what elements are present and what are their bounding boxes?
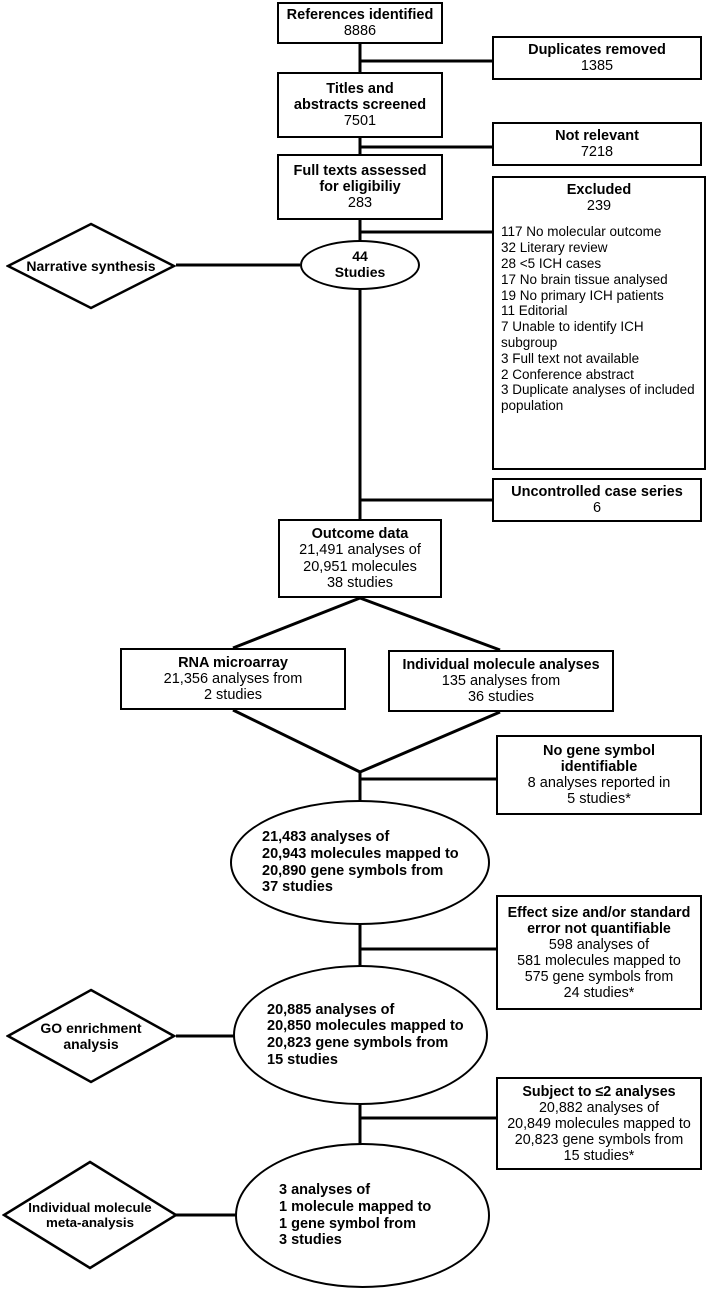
no-gene-symbol-line1: 8 analyses reported in: [527, 775, 671, 791]
node-duplicates-removed: Duplicates removed 1385: [492, 36, 702, 80]
node-no-gene-symbol: No gene symbol identifiable 8 analyses r…: [496, 735, 702, 815]
node-44-studies: 44 Studies: [300, 240, 420, 290]
node-excluded: Excluded 239 117 No molecular outcome 32…: [492, 176, 706, 470]
effect-size-line3: 575 gene symbols from: [524, 968, 674, 985]
go-enrichment-label: GO enrichment analysis: [6, 988, 176, 1084]
subject-to-line2: 20,849 molecules mapped to: [507, 1115, 691, 1132]
excluded-reason: 3 Full text not available: [501, 350, 640, 366]
node-titles-abstracts-screened: Titles and abstracts screened 7501: [277, 72, 443, 138]
individual-molecule-analyses-title: Individual molecule analyses: [402, 656, 600, 673]
rna-microarray-title: RNA microarray: [178, 654, 288, 671]
duplicates-removed-title: Duplicates removed: [528, 41, 666, 58]
node-effect-size-not-quantifiable: Effect size and/or standard error not qu…: [496, 895, 702, 1010]
excluded-reason: 3 Duplicate analyses of included populat…: [501, 382, 695, 414]
references-identified-value: 8886: [343, 23, 377, 39]
final-meta-line1: 3 analyses of: [279, 1182, 371, 1199]
full-texts-title-line1: Full texts assessed: [293, 162, 427, 179]
full-texts-value: 283: [347, 195, 373, 212]
node-individual-meta-analysis: Individual molecule meta-analysis: [2, 1160, 178, 1270]
excluded-reasons-list: 117 No molecular outcome 32 Literary rev…: [494, 224, 704, 413]
studies-44-count: 44: [352, 248, 368, 265]
mapped-15-line1: 20,885 analyses of: [267, 1001, 395, 1018]
studies-44-label: Studies: [334, 264, 386, 280]
node-not-relevant: Not relevant 7218: [492, 122, 702, 166]
mapped-15-line2: 20,850 molecules mapped to: [267, 1018, 464, 1035]
node-mapped-15-studies: 20,885 analyses of 20,850 molecules mapp…: [233, 965, 488, 1105]
outcome-data-line2: 20,951 molecules: [303, 558, 417, 575]
individual-molecule-analyses-line1: 135 analyses from: [441, 672, 561, 689]
effect-size-title-line1: Effect size and/or standard: [507, 904, 691, 921]
no-gene-symbol-line2: 5 studies*: [567, 791, 631, 808]
effect-size-title-line2: error not quantifiable: [527, 920, 671, 937]
rna-microarray-line2: 2 studies: [203, 687, 263, 704]
individual-meta-analysis-label: Individual molecule meta-analysis: [2, 1160, 178, 1270]
node-references-identified: References identified 8886: [277, 2, 443, 44]
uncontrolled-case-series-title: Uncontrolled case series: [511, 483, 683, 500]
individual-meta-label-line1: Individual molecule: [28, 1199, 152, 1215]
outcome-data-line1: 21,491 analyses of: [299, 542, 421, 559]
node-subject-to-two-analyses: Subject to ≤2 analyses 20,882 analyses o…: [496, 1077, 702, 1170]
go-enrichment-label-line2: analysis: [63, 1036, 119, 1052]
node-full-texts-assessed: Full texts assessed for eligibiliy 283: [277, 154, 443, 220]
excluded-reason: 19 No primary ICH patients: [501, 287, 664, 303]
references-identified-title: References identified: [286, 6, 434, 23]
mapped-15-line4: 15 studies: [267, 1051, 338, 1068]
mapped-37-line2: 20,943 molecules mapped to: [262, 845, 459, 862]
no-gene-symbol-title-line2: identifiable: [560, 758, 638, 775]
node-uncontrolled-case-series: Uncontrolled case series 6: [492, 478, 702, 522]
effect-size-line4: 24 studies*: [563, 984, 635, 1001]
duplicates-removed-value: 1385: [580, 58, 614, 74]
outcome-data-line3: 38 studies: [326, 574, 394, 591]
narrative-synthesis-label: Narrative synthesis: [26, 257, 156, 274]
node-go-enrichment-analysis: GO enrichment analysis: [6, 988, 176, 1084]
subject-to-title: Subject to ≤2 analyses: [522, 1083, 676, 1100]
mapped-15-line3: 20,823 gene symbols from: [267, 1035, 449, 1051]
uncontrolled-case-series-value: 6: [592, 500, 602, 516]
full-texts-title-line2: for eligibiliy: [319, 178, 401, 195]
mapped-37-line3: 20,890 gene symbols from: [262, 862, 444, 879]
diamond-shape: [6, 222, 176, 310]
rna-microarray-line1: 21,356 analyses from: [163, 670, 303, 687]
diamond-shape: [2, 1160, 178, 1270]
excluded-reason: 28 <5 ICH cases: [501, 256, 602, 272]
individual-meta-label-line2: meta-analysis: [46, 1215, 134, 1230]
titles-abstracts-title-line1: Titles and: [326, 80, 394, 97]
outcome-data-title: Outcome data: [311, 526, 409, 543]
excluded-reason: 32 Literary review: [501, 240, 608, 256]
mapped-37-line4: 37 studies: [262, 879, 333, 896]
diamond-shape: [6, 988, 176, 1084]
not-relevant-title: Not relevant: [555, 127, 639, 144]
excluded-reason: 17 No brain tissue analysed: [501, 271, 668, 287]
no-gene-symbol-title-line1: No gene symbol: [543, 742, 655, 759]
excluded-reason: 2 Conference abstract: [501, 366, 634, 382]
final-meta-line3: 1 gene symbol from: [279, 1215, 416, 1232]
excluded-reason: 117 No molecular outcome: [501, 224, 662, 240]
go-enrichment-label-line1: GO enrichment: [40, 1019, 142, 1036]
subject-to-line1: 20,882 analyses of: [538, 1099, 660, 1116]
node-mapped-37-studies: 21,483 analyses of 20,943 molecules mapp…: [230, 800, 490, 925]
final-meta-line2: 1 molecule mapped to: [279, 1198, 432, 1215]
subject-to-line3: 20,823 gene symbols from: [514, 1131, 684, 1148]
effect-size-line2: 581 molecules mapped to: [517, 952, 681, 969]
excluded-reason: 7 Unable to identify ICH subgroup: [501, 319, 644, 350]
excluded-title: Excluded: [566, 182, 632, 198]
titles-abstracts-value: 7501: [343, 113, 377, 130]
node-rna-microarray: RNA microarray 21,356 analyses from 2 st…: [120, 648, 346, 710]
titles-abstracts-title-line2: abstracts screened: [293, 96, 427, 113]
individual-molecule-analyses-line2: 36 studies: [467, 689, 535, 705]
node-individual-molecule-analyses: Individual molecule analyses 135 analyse…: [388, 650, 614, 712]
node-outcome-data: Outcome data 21,491 analyses of 20,951 m…: [278, 519, 442, 598]
excluded-reason: 11 Editorial: [501, 303, 568, 319]
final-meta-line4: 3 studies: [279, 1232, 342, 1249]
effect-size-line1: 598 analyses of: [548, 936, 650, 953]
not-relevant-value: 7218: [580, 144, 614, 160]
node-final-meta-analysis-set: 3 analyses of 1 molecule mapped to 1 gen…: [235, 1143, 490, 1288]
subject-to-line4: 15 studies*: [563, 1147, 635, 1164]
node-narrative-synthesis: Narrative synthesis: [6, 222, 176, 310]
excluded-value: 239: [586, 198, 612, 215]
mapped-37-line1: 21,483 analyses of: [262, 829, 390, 846]
